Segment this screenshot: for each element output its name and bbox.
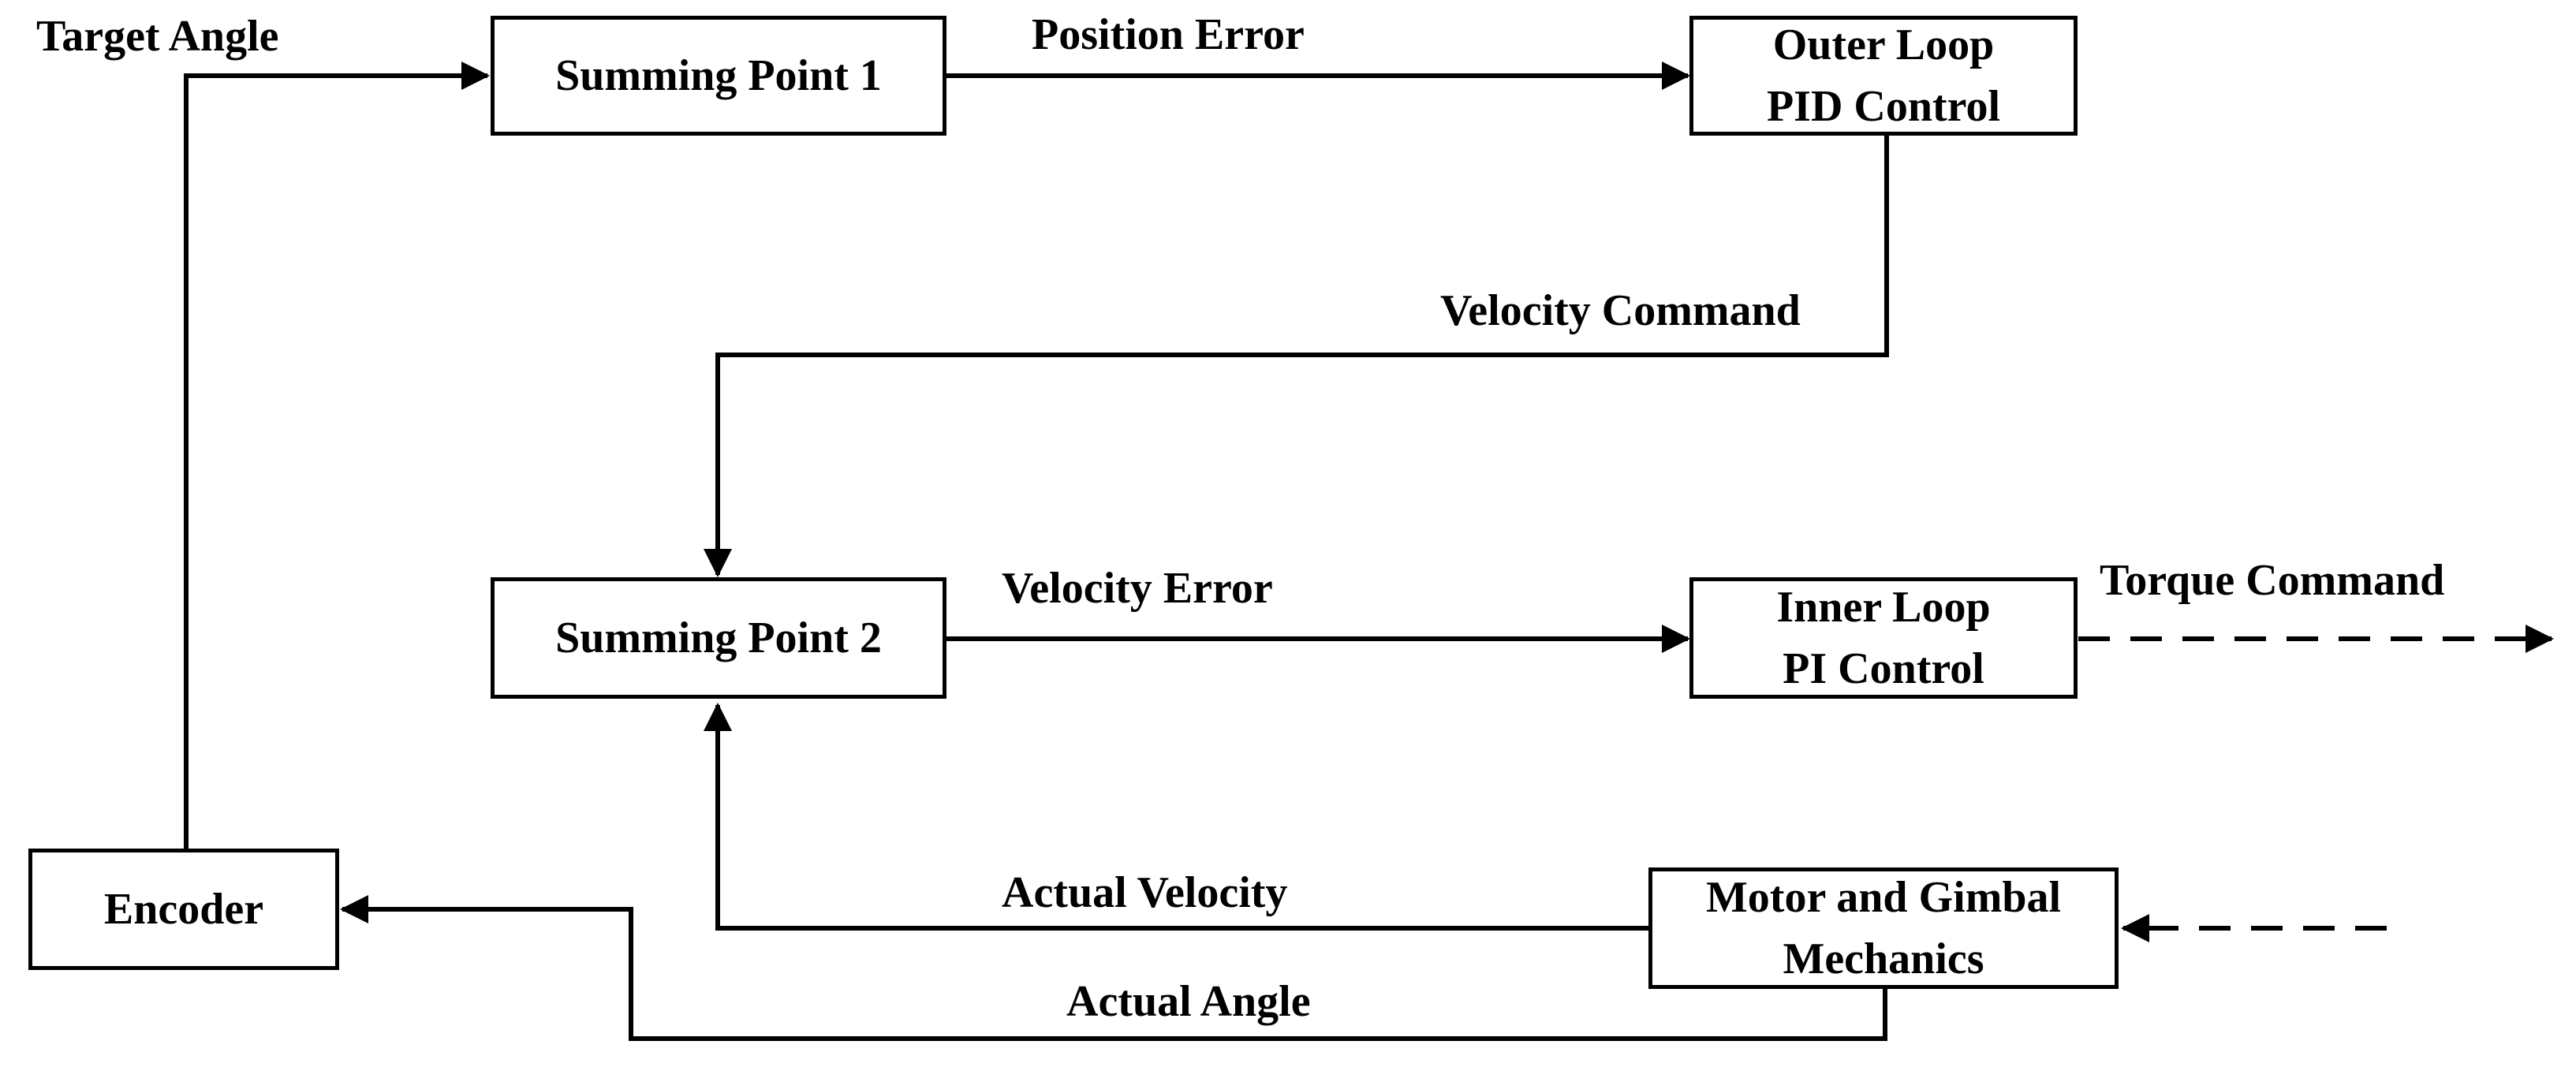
inner-loop-label-line1: Inner Loop (1776, 583, 1991, 632)
encoder-label: Encoder (103, 885, 264, 934)
velocity-error-label: Velocity Error (1002, 564, 1273, 613)
summing-point-2-block: Summing Point 2 (491, 577, 946, 699)
position-error-label: Position Error (1032, 10, 1305, 59)
velocity-command-label: Velocity Command (1440, 286, 1801, 335)
summing-point-1-label: Summing Point 1 (555, 51, 882, 100)
inner-loop-pi-block: Inner Loop PI Control (1689, 577, 2078, 699)
actual-velocity-arrow (704, 703, 1650, 931)
target-angle-label: Target Angle (36, 12, 279, 61)
motor-label-line2: Mechanics (1783, 935, 1984, 983)
actual-angle-arrow (340, 895, 1887, 1041)
motor-gimbal-block: Motor and Gimbal Mechanics (1648, 867, 2119, 989)
encoder-block: Encoder (28, 849, 339, 970)
actual-velocity-label: Actual Velocity (1002, 868, 1288, 917)
velocity-command-arrow (704, 135, 1889, 577)
outer-loop-pid-block: Outer Loop PID Control (1689, 16, 2078, 136)
outer-loop-label-line2: PID Control (1766, 82, 2001, 131)
inner-loop-label-line2: PI Control (1783, 644, 1984, 693)
summing-point-1-block: Summing Point 1 (491, 16, 946, 136)
motor-label-line1: Motor and Gimbal (1705, 873, 2062, 922)
summing-point-2-label: Summing Point 2 (555, 614, 882, 662)
target-angle-arrow (184, 62, 490, 849)
outer-loop-label-line1: Outer Loop (1772, 21, 1995, 69)
torque-command-label: Torque Command (2100, 556, 2445, 605)
actual-angle-label: Actual Angle (1066, 977, 1311, 1026)
